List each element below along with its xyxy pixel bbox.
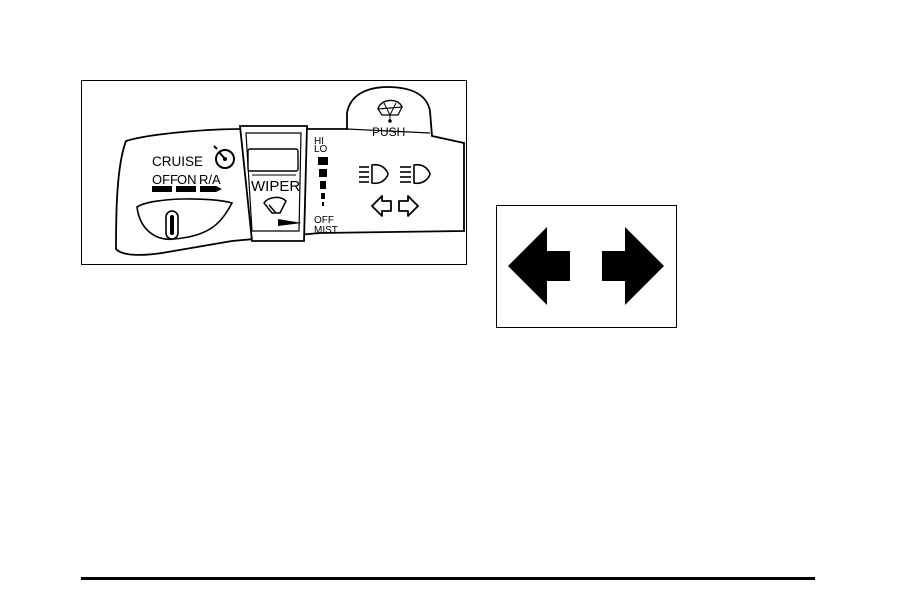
turn-signal-indicator-illustration (496, 205, 677, 328)
wiper-lo-label: LO (314, 144, 328, 155)
right-arrow-solid-icon (602, 227, 664, 305)
cruise-label: CRUISE (152, 154, 203, 169)
left-arrow-solid-icon (508, 227, 570, 305)
cruise-ra-label: R/A (199, 172, 221, 187)
washer-push-label: PUSH (372, 125, 405, 139)
wiper-mist-label: MIST (314, 225, 338, 236)
page-footer-rule (81, 577, 815, 580)
cruise-off-label: OFF (152, 172, 178, 187)
cruise-position-bars (152, 186, 222, 192)
cruise-on-label: ON (177, 172, 197, 187)
wiper-label: WIPER (251, 178, 300, 195)
turn-signal-lever-illustration: CRUISE OFF ON R/A WIPER (81, 80, 467, 265)
